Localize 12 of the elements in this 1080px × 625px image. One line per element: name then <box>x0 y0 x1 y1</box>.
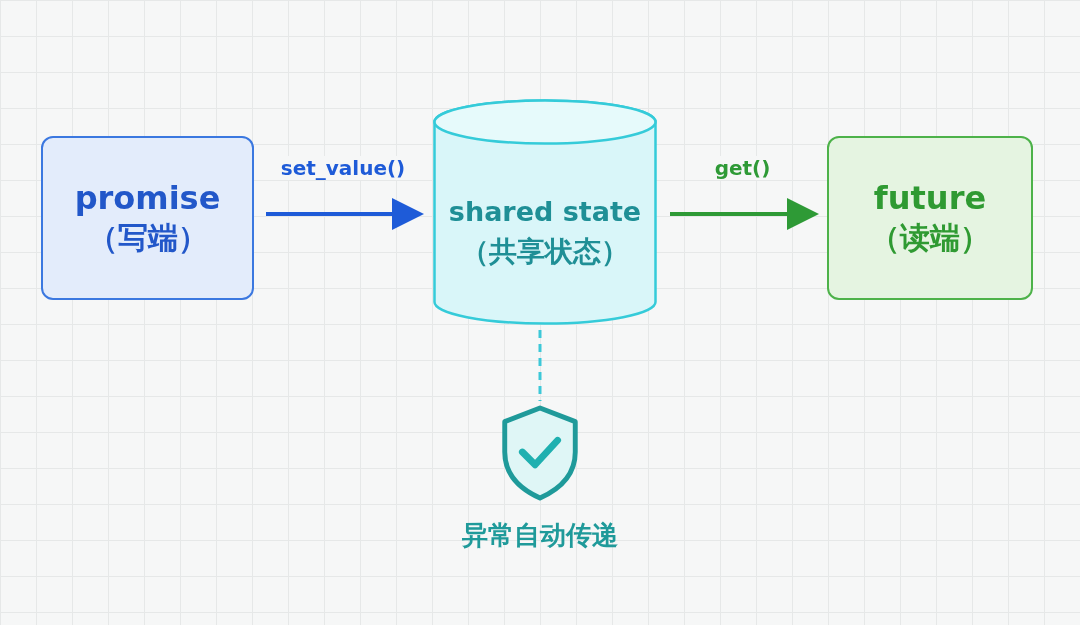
node-title: future <box>873 178 987 218</box>
arrow <box>670 198 819 230</box>
node-title: promise <box>74 178 221 218</box>
node-subtitle: （共享状态） <box>461 234 629 270</box>
node-subtitle: （读端） <box>870 219 990 257</box>
process-box <box>827 136 1033 300</box>
icon-caption: 异常自动传递 <box>462 519 618 552</box>
node-subtitle: （写端） <box>87 219 208 257</box>
connector-line <box>538 330 542 401</box>
node-title: shared state <box>448 195 642 229</box>
process-box <box>41 136 254 300</box>
arrow <box>266 198 424 230</box>
